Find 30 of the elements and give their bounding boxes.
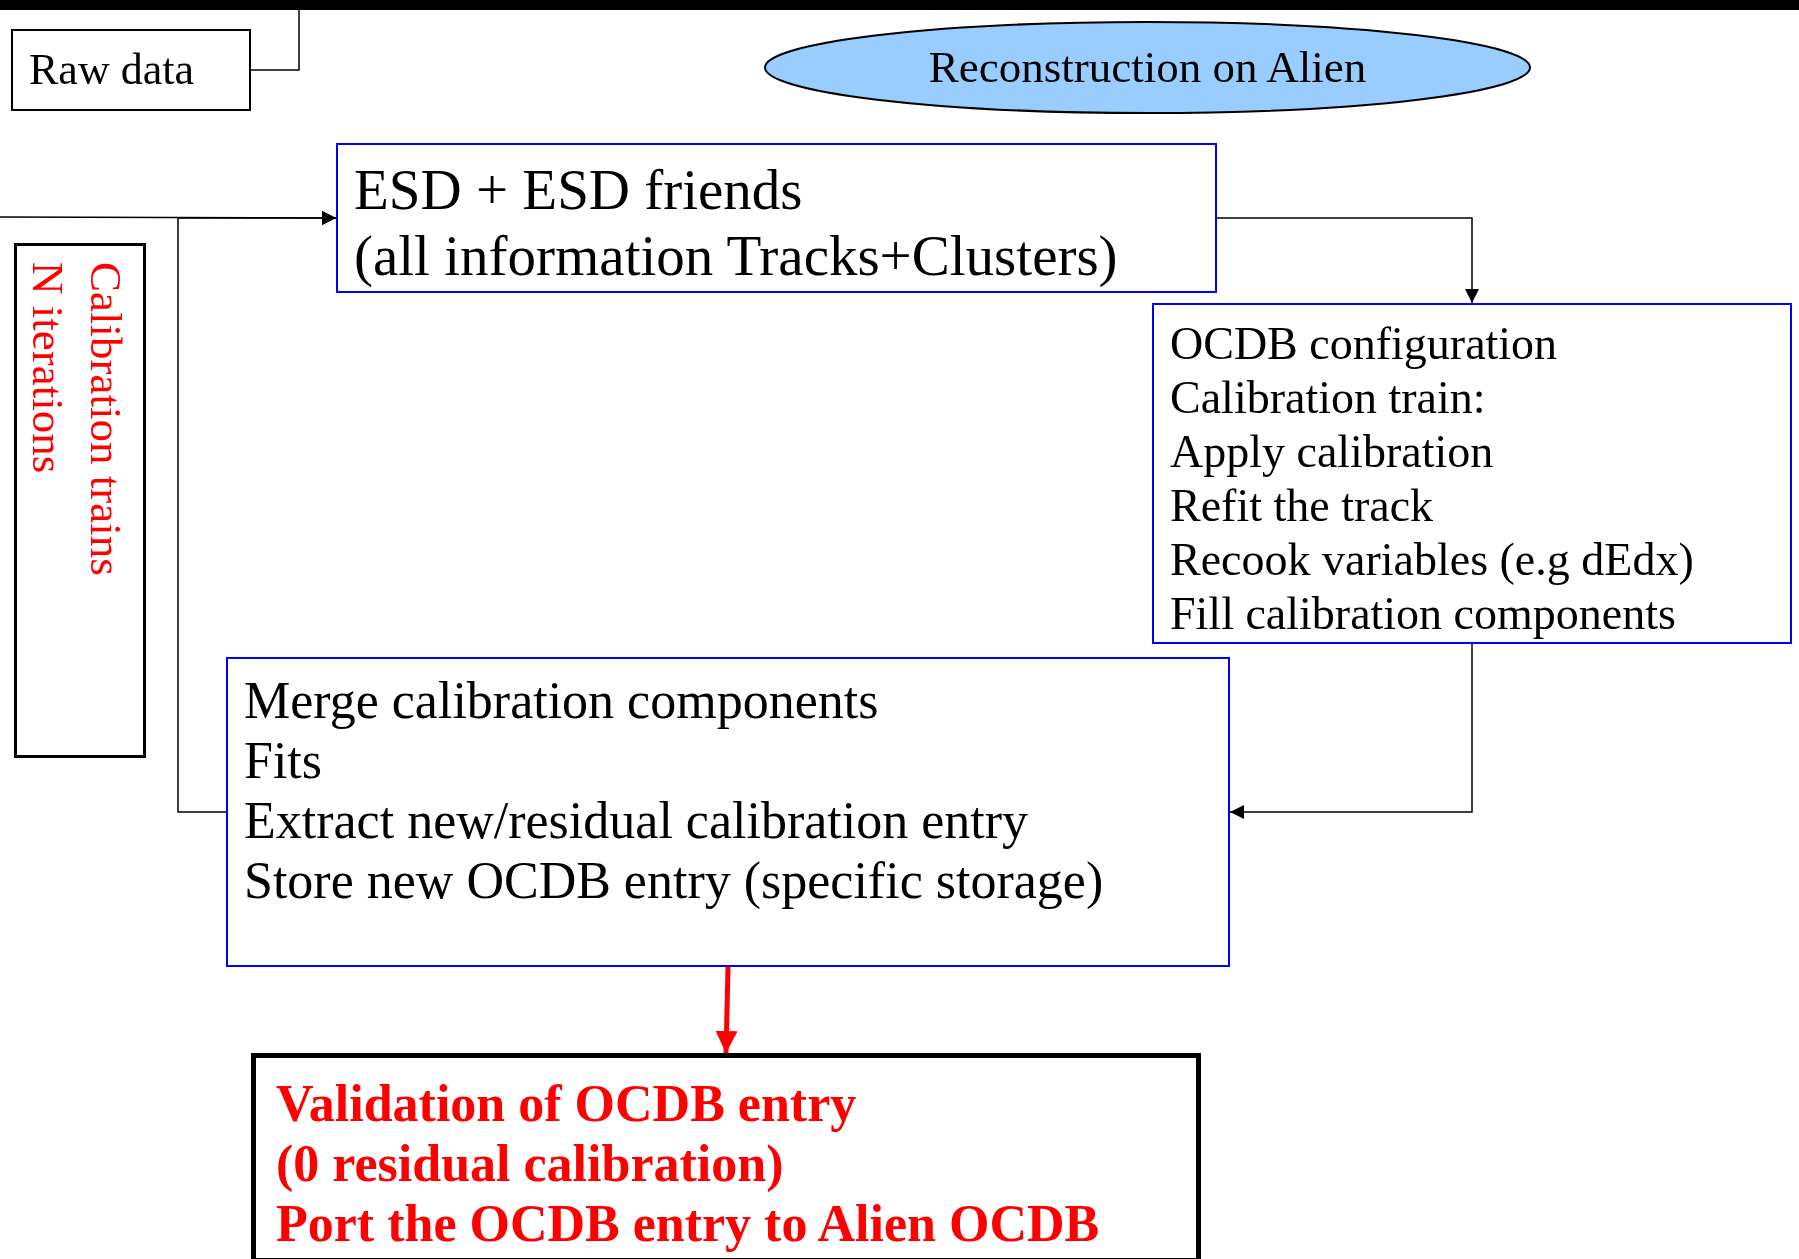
node-text: Calibration train:: [1170, 371, 1486, 425]
vertical-label: N iterations: [23, 262, 73, 476]
node-text: Validation of OCDB entry: [276, 1074, 857, 1134]
node-text: Refit the track: [1170, 479, 1434, 533]
process-box: [336, 143, 1217, 293]
process-ellipse: [763, 20, 1532, 115]
node-text: Fill calibration components: [1170, 587, 1676, 641]
node-text: Raw data: [29, 48, 194, 92]
vertical-label: Calibration trains: [81, 262, 131, 576]
connector-arrow: [1229, 643, 1473, 819]
node-text: Extract new/residual calibration entry: [244, 791, 1028, 851]
loop-box: [14, 243, 146, 758]
connector-arrow: [715, 966, 738, 1054]
process-box: [226, 657, 1230, 967]
node-text: Merge calibration components: [244, 671, 879, 731]
process-box: [1152, 303, 1792, 644]
node-text: Port the OCDB entry to Alien OCDB: [276, 1194, 1100, 1254]
node-text: (all information Tracks+Clusters): [354, 223, 1118, 289]
node-text: OCDB configuration: [1170, 317, 1558, 371]
node-text: (0 residual calibration): [276, 1134, 784, 1194]
connector-arrow: [1216, 217, 1479, 304]
node-text: Apply calibration: [1170, 425, 1494, 479]
data-box: [11, 29, 251, 111]
node-text: Recook variables (e.g dEdx): [1170, 533, 1694, 587]
node-text: Fits: [244, 731, 323, 791]
node-text: Store new OCDB entry (specific storage): [244, 851, 1104, 911]
connector-arrow: [177, 211, 337, 813]
node-text: ESD + ESD friends: [354, 157, 803, 223]
result-box: [251, 1053, 1201, 1259]
node-text: Reconstruction on Alien: [928, 40, 1367, 94]
